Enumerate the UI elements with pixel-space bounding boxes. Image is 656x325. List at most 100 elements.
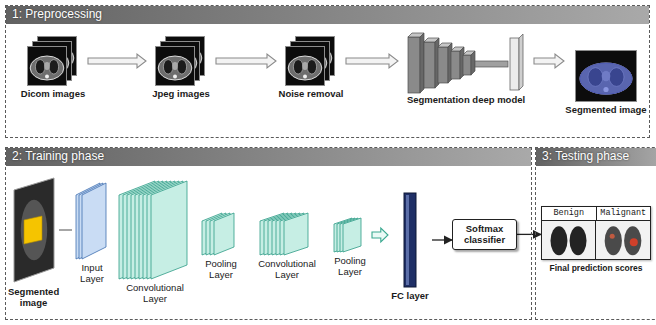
- image-step: Dicom images: [18, 36, 88, 100]
- ct-spine: [173, 74, 177, 78]
- ct-spine: [45, 74, 49, 78]
- step-caption: Segmented image: [8, 287, 59, 309]
- ct-lung: [35, 60, 45, 74]
- feature-map: [82, 183, 106, 259]
- fc-layer: FC layer: [388, 192, 432, 302]
- connector-line: [517, 234, 541, 235]
- ct-slice: [286, 47, 325, 86]
- step-caption: Pooling Layer: [328, 256, 372, 278]
- step-caption: Pooling Layer: [198, 259, 244, 281]
- ct-body: [580, 63, 632, 94]
- ct-slice: [156, 47, 195, 86]
- encoder-block: [451, 51, 460, 79]
- ct-heart: [302, 62, 308, 70]
- ct-spine: [303, 74, 307, 78]
- slice-frame: [156, 47, 195, 86]
- encoder-block-side: [420, 33, 424, 93]
- image-step: Jpeg images: [146, 36, 216, 100]
- feature-map: [151, 181, 187, 279]
- fc-bar-highlight: [406, 195, 409, 285]
- illustration: [155, 36, 207, 86]
- slice-frame: [28, 47, 67, 86]
- decoder-output: [510, 38, 519, 90]
- illustration: [285, 36, 337, 86]
- box-label: Softmax classifier: [457, 223, 512, 246]
- illustration: [27, 36, 79, 86]
- model-step: Segmentation deep model: [398, 30, 534, 106]
- block-arrow: [372, 228, 388, 242]
- ct-heart: [172, 62, 178, 70]
- table-cell: Malignant: [597, 207, 651, 220]
- illustration: [406, 30, 526, 92]
- ct-lung: [293, 60, 303, 74]
- segmentation-mask: [580, 63, 632, 94]
- ct-lung: [177, 60, 187, 74]
- table-header: BenignMalignant: [542, 207, 650, 221]
- feature-map: [284, 213, 308, 255]
- ct-slice: [28, 47, 67, 86]
- ct-body: [288, 56, 322, 80]
- image-step: Segmented image: [564, 50, 648, 116]
- region-of-interest: [24, 216, 42, 244]
- slab-body: [20, 200, 46, 260]
- encoder-block: [438, 47, 448, 83]
- step-caption: Segmentation deep model: [398, 95, 534, 106]
- phase-panel: Dicom images Jpeg images Noise removalSegm…: [5, 5, 650, 138]
- step-caption: Noise removal: [276, 89, 346, 100]
- slice-frame: [286, 47, 325, 86]
- slice-frame: [576, 51, 637, 102]
- illustration: [403, 192, 417, 288]
- phase-panel: Segmented image Input LayerConvolutional …: [5, 147, 532, 320]
- phase-title: 3: Testing phase: [536, 148, 656, 166]
- step-caption: Convolutional Layer: [116, 283, 194, 305]
- table-images: [542, 221, 650, 259]
- score-table: BenignMalignant: [541, 206, 651, 260]
- step-caption: Jpeg images: [146, 89, 216, 100]
- classifier-box: Softmax classifier: [452, 219, 517, 250]
- bottleneck-bar: [475, 61, 508, 67]
- step-caption: Dicom images: [18, 89, 88, 100]
- illustration: [75, 182, 109, 260]
- ct-lung: [307, 60, 317, 74]
- xray-lung: [624, 226, 641, 255]
- phase-title: 2: Training phase: [6, 148, 531, 166]
- illustration: [201, 212, 241, 256]
- illustration: [118, 180, 192, 280]
- step-caption: Segmented image: [564, 105, 648, 116]
- step-caption: Input Layer: [72, 263, 112, 285]
- ct-lung: [163, 60, 173, 74]
- cnn-layer: Pooling Layer: [198, 212, 244, 281]
- block-arrow: [88, 54, 146, 68]
- image-step: Noise removal: [276, 36, 346, 100]
- feature-map: [214, 213, 234, 255]
- cnn-layer: Convolutional Layer: [116, 180, 194, 305]
- cnn-layer: Input Layer: [72, 182, 112, 285]
- ct-body: [158, 56, 192, 80]
- connector-line: [59, 230, 72, 231]
- input-image: Segmented image: [8, 176, 59, 309]
- xray-ground: [596, 221, 650, 259]
- tumor-spot: [630, 238, 638, 246]
- ct-lung: [49, 60, 59, 74]
- prediction-table: BenignMalignantFinal prediction scores: [541, 206, 651, 274]
- phase-title: 1: Preprocessing: [6, 6, 649, 24]
- xray-lung: [570, 226, 587, 255]
- xray-ground: [542, 221, 595, 259]
- block-arrow: [346, 54, 398, 68]
- block-arrow: [534, 54, 564, 68]
- ct-body: [30, 56, 64, 80]
- xray-lung: [605, 226, 622, 255]
- xray-image: [542, 221, 596, 259]
- tumor-spot: [610, 234, 615, 239]
- cnn-layer: Pooling Layer: [328, 217, 372, 278]
- block-arrow: [216, 54, 276, 68]
- fc-bar: [404, 193, 416, 287]
- phase-panel: BenignMalignantFinal prediction scores 3:…: [535, 147, 656, 320]
- illustration: [259, 212, 315, 256]
- step-caption: FC layer: [388, 291, 432, 302]
- encoder-block: [424, 42, 435, 88]
- encoder-block-side: [471, 51, 475, 75]
- table-cell: Benign: [542, 207, 597, 220]
- illustration: [575, 50, 637, 102]
